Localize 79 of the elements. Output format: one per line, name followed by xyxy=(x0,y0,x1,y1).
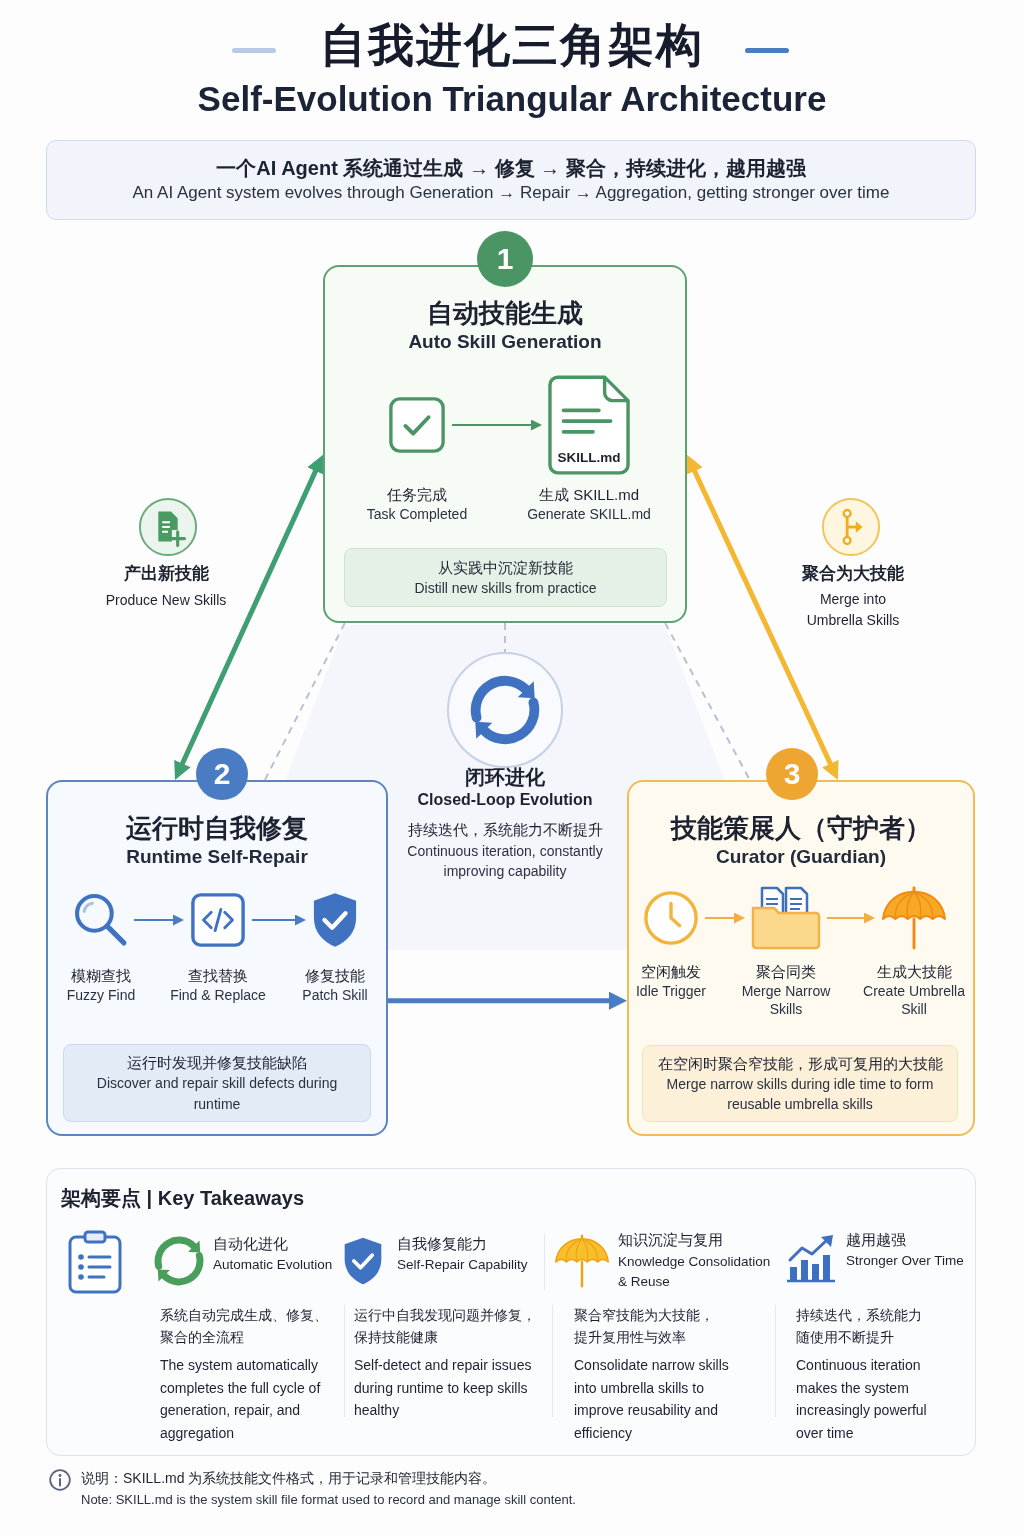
takeaway-description: Consolidate narrow skills into umbrella skills to improve reusability and efficiency xyxy=(574,1356,730,1443)
banner-heading: 一个AI Agent 系统通过生成 → 修复 → 聚合，持续进化，越用越强 xyxy=(216,156,806,182)
side-label-text: Produce New Skills xyxy=(105,591,227,610)
arrow xyxy=(705,912,745,924)
takeaway-heading: 知识沉淀与复用 xyxy=(618,1230,723,1250)
number-badge: 2 xyxy=(196,748,248,800)
takeaway-description: The system automatically completes the full cycle of generation, repair, and aggregation xyxy=(160,1356,322,1443)
subtitle: Self-Evolution Triangular Architecture xyxy=(197,78,827,120)
summary-box xyxy=(642,1045,958,1122)
card-title: 自动技能生成 xyxy=(427,297,583,330)
step-label: 聚合同类 xyxy=(756,962,816,982)
step-caption: Create Umbrella Skill xyxy=(862,981,966,1018)
step-label: 空闲触发 xyxy=(641,962,701,982)
takeaway-text: 系统自动完成生成、修复、聚合的全流程 xyxy=(160,1306,329,1347)
side-label-heading: 聚合为大技能 xyxy=(802,563,904,585)
takeaway-description: Continuous iteration makes the system increasingly powerful over time xyxy=(796,1356,928,1443)
step-label: 查找替换 xyxy=(188,966,248,986)
step-label: 任务完成 xyxy=(387,485,447,505)
step-label: 生成大技能 xyxy=(876,962,952,982)
card-subtitle: Runtime Self-Repair xyxy=(126,844,308,869)
dashed-line xyxy=(263,622,346,781)
panel-heading: 架构要点 | Key Takeaways xyxy=(61,1186,305,1211)
summary-heading: 从实践中沉淀新技能 xyxy=(438,557,573,578)
takeaway-heading: 自动化进化 xyxy=(213,1234,288,1254)
takeaway-text: 聚合窄技能为大技能，提升复用性与效率 xyxy=(574,1306,715,1347)
side-label-heading: 产出新技能 xyxy=(123,563,209,585)
note-text: 说明：SKILL.md 为系统技能文件格式，用于记录和管理技能内容。 xyxy=(81,1469,497,1488)
dashed-line xyxy=(664,622,751,781)
step-caption: Merge Narrow Skills xyxy=(740,981,832,1018)
summary-text: Discover and repair skill defects during runtime xyxy=(95,1074,339,1114)
double-arrow xyxy=(686,454,839,780)
step-caption: Task Completed xyxy=(366,504,468,523)
summary-heading: 运行时发现并修复技能缺陷 xyxy=(127,1053,307,1074)
intro-banner xyxy=(46,140,976,220)
file-name: SKILL.md xyxy=(557,449,621,466)
note-text: Note: SKILL.md is the system skill file format used to record and manage skill content. xyxy=(81,1492,576,1509)
takeaways-panel xyxy=(46,1168,976,1456)
step-label: 模糊查找 xyxy=(71,966,131,986)
caption-subheading: Closed-Loop Evolution xyxy=(417,790,593,810)
summary-box xyxy=(344,548,667,607)
takeaway-subheading: Self-Repair Capability xyxy=(397,1256,528,1274)
arrow xyxy=(134,914,184,926)
title: 自我进化三角架构 xyxy=(320,18,704,73)
step-caption: Find & Replace xyxy=(170,985,266,1004)
takeaway-description: Self-detect and repair issues during runtime to keep skills healthy xyxy=(354,1356,533,1421)
step-caption: Generate SKILL.md xyxy=(527,504,651,523)
step-caption: Idle Trigger xyxy=(635,981,706,1000)
takeaway-subheading: Stronger Over Time xyxy=(846,1252,964,1270)
dashed-line xyxy=(504,622,506,653)
double-arrow xyxy=(174,454,324,780)
summary-text: Distill new skills from practice xyxy=(414,578,597,598)
card-subtitle: Curator (Guardian) xyxy=(716,844,886,869)
card-title: 技能策展人（守护者） xyxy=(671,812,931,845)
step-label: 生成 SKILL.md xyxy=(538,485,639,505)
card-subtitle: Auto Skill Generation xyxy=(408,329,602,354)
card-title: 运行时自我修复 xyxy=(126,812,308,845)
takeaway-heading: 自我修复能力 xyxy=(397,1234,487,1254)
takeaway-text: 运行中自我发现问题并修复，保持技能健康 xyxy=(354,1306,537,1347)
banner-text: An AI Agent system evolves through Generation → Repair → Aggregation, getting stronger over time xyxy=(132,182,890,205)
summary-text: Merge narrow skills during idle time to form reusable umbrella skills xyxy=(665,1074,935,1114)
arrow xyxy=(827,912,875,924)
caption-description: Continuous iteration, constantly improving capability xyxy=(406,841,604,881)
caption-text: 持续迭代，系统能力不断提升 xyxy=(407,819,603,840)
caption-heading: 闭环进化 xyxy=(465,765,545,790)
side-label-text: Merge into Umbrella Skills xyxy=(805,590,901,630)
takeaway-text: 持续迭代，系统能力随使用不断提升 xyxy=(796,1306,923,1347)
number-badge: 1 xyxy=(477,231,533,287)
summary-box xyxy=(63,1044,371,1122)
arrow xyxy=(252,914,306,926)
arrow xyxy=(452,419,542,431)
step-caption: Patch Skill xyxy=(302,985,368,1004)
number-badge: 3 xyxy=(766,748,818,800)
arrow xyxy=(388,991,627,1010)
takeaway-heading: 越用越强 xyxy=(846,1230,906,1250)
takeaway-subheading: Automatic Evolution xyxy=(213,1256,333,1274)
summary-heading: 在空闲时聚合窄技能，形成可复用的大技能 xyxy=(657,1053,943,1074)
step-label: 修复技能 xyxy=(305,966,365,986)
step-caption: Fuzzy Find xyxy=(66,985,136,1004)
takeaway-subheading: Knowledge Consolidation & Reuse xyxy=(618,1253,772,1291)
